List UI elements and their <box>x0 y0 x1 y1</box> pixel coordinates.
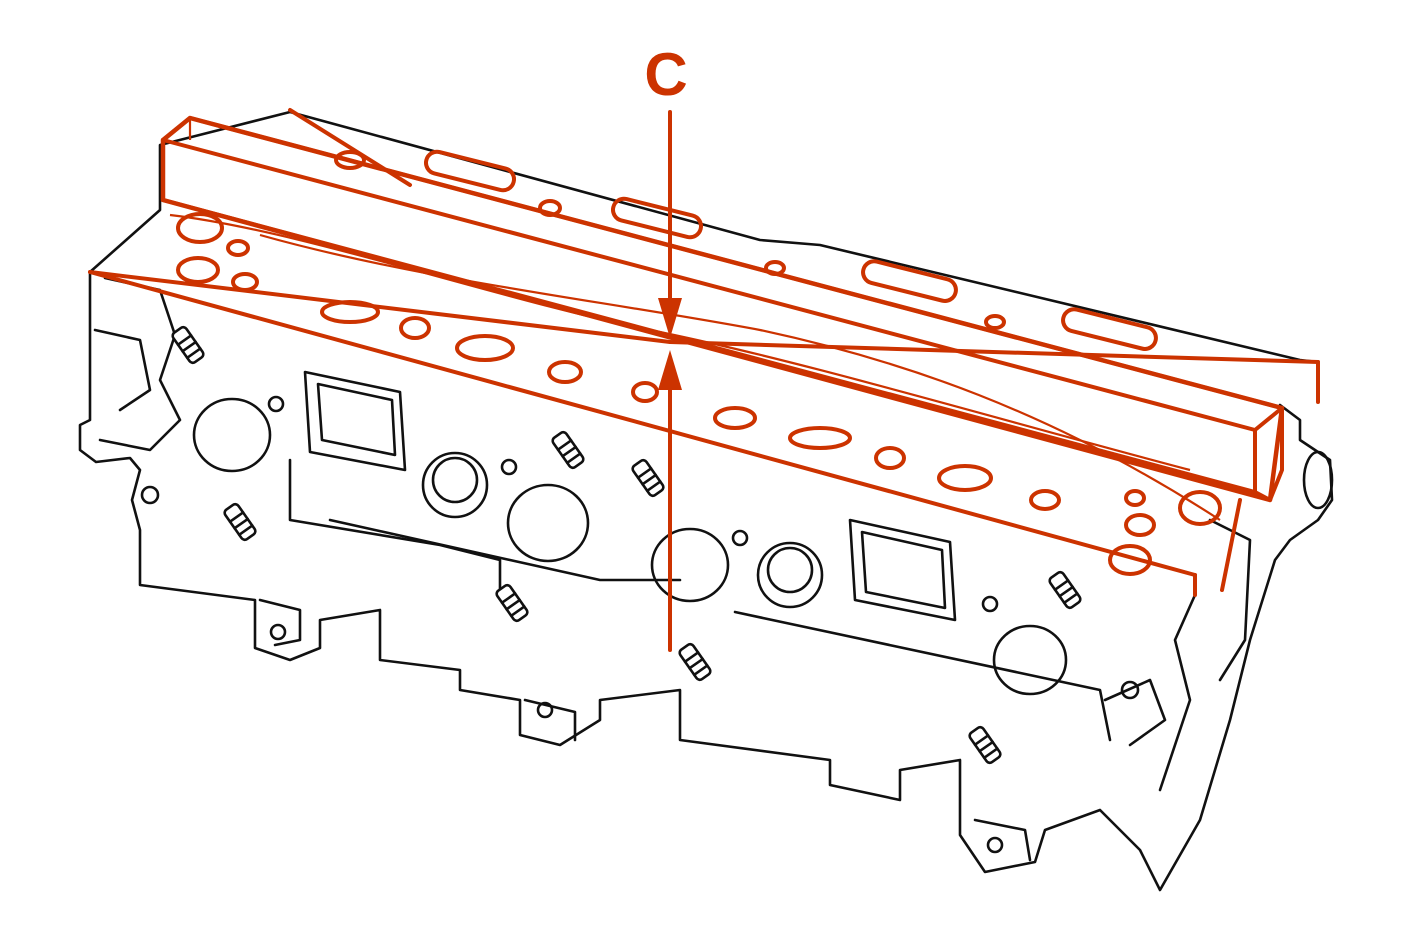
gap-label: C <box>644 41 687 108</box>
stud <box>968 725 1002 765</box>
stud <box>678 642 712 682</box>
up-arrow-head <box>658 350 682 390</box>
stud <box>1048 570 1082 610</box>
stud <box>495 583 529 623</box>
measurement-arrows <box>658 110 682 652</box>
stud <box>171 325 205 365</box>
studs <box>171 325 1082 765</box>
stud <box>223 502 257 542</box>
stud <box>551 430 585 470</box>
stud <box>631 458 665 498</box>
straight-edge <box>160 115 1285 503</box>
down-arrow-head <box>658 298 682 338</box>
